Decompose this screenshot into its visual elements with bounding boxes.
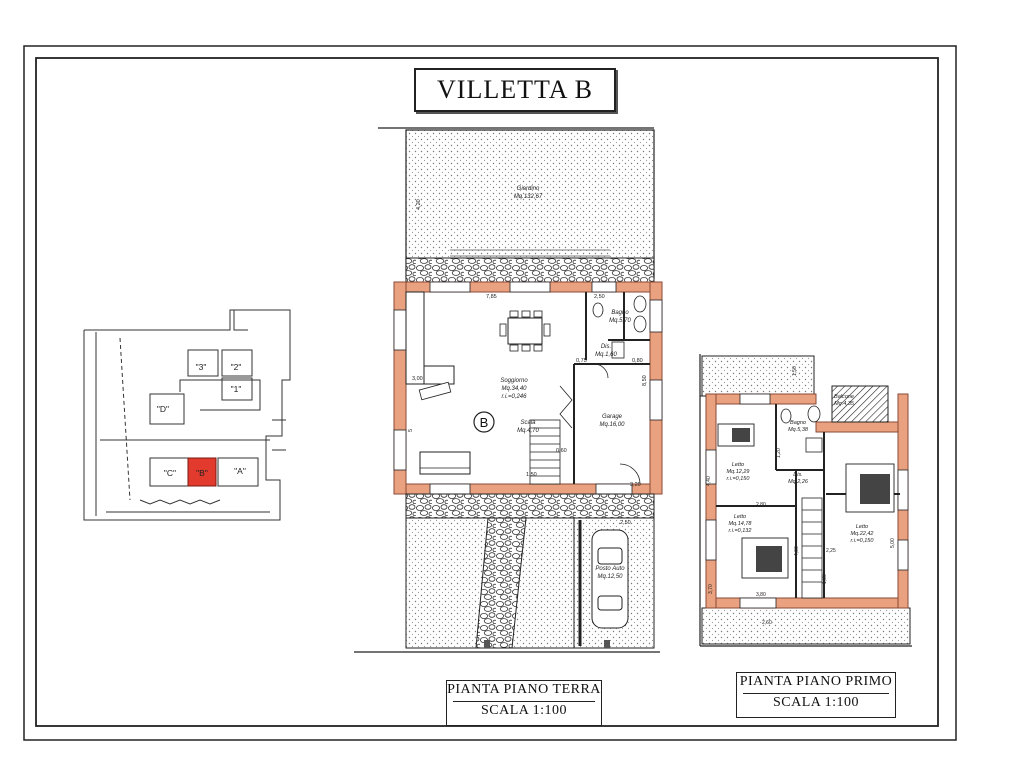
site-lot-d: "D" [157,404,169,414]
first-floor-caption: PIANTA PIANO PRIMO SCALA 1:100 [736,672,896,718]
ff-dim-120: 1,20 [776,448,782,458]
outer-frame [23,45,957,741]
unit-marker-letter: B [480,415,489,430]
ff-balcony-name: Balcone [834,394,854,400]
ff-bed3-area: Mq.22,42 [851,531,874,537]
ground-floor-caption-title: PIANTA PIANO TERRA [447,682,601,697]
ff-dim-370: 3,70 [708,584,714,594]
ff-dim-225: 2,25 [826,548,836,554]
site-plan [83,309,291,521]
sheet-title: VILLETTA B [414,68,616,112]
gf-dim-075: 0,75 [576,358,587,364]
ff-bed3-name: Letto [856,524,868,530]
site-lot-3: "3" [196,362,207,372]
ff-dim-380: 3,80 [756,592,766,598]
site-lot-1: "1" [231,384,242,394]
gf-dim-080: 0,80 [632,358,643,364]
first-floor-plan [699,354,912,647]
gf-garden-name: Giardino [517,186,540,192]
gf-dim-060: 0,60 [556,448,567,454]
ff-hall-name: Dis. [793,472,802,478]
ground-floor-caption-scale: SCALA 1:100 [480,703,567,718]
ground-floor-caption: PIANTA PIANO TERRA SCALA 1:100 [446,680,602,726]
ff-dim-280: 2,80 [756,502,766,508]
caption-divider [743,693,889,694]
ff-dim-260: 2,60 [762,620,772,626]
gf-dim-320: 3,20 [630,482,641,488]
gf-dim-850: 8,50 [642,375,648,386]
ff-dim-150: 1,50 [792,366,798,376]
gf-bath-name: Bagno [611,310,629,316]
ff-bed1-area: Mq.12,29 [727,469,750,475]
ff-dim-400: 4,00 [794,546,800,556]
gf-dim-5: 5 [408,429,414,432]
ff-bed1-ratio: r.i.=0,150 [727,476,751,482]
gf-living-ratio: r.i.=0,246 [502,394,528,400]
gf-stair-area: Mq.4,70 [517,428,539,434]
gf-closet-area: Mq.1,60 [595,352,617,358]
ff-hall-area: Mq.2,26 [788,479,809,485]
site-lot-c: "C" [164,468,176,478]
site-highlight-lot-b [187,457,217,487]
gf-dim-250: 2,50 [594,294,605,300]
first-floor-caption-scale: SCALA 1:100 [772,695,859,710]
ff-bed2-name: Letto [734,514,746,520]
ff-dim-440: 4,40 [706,476,712,486]
balcony-hatch [831,385,889,423]
car-symbol [591,529,629,629]
gf-closet-name: Dis. [601,344,611,350]
first-floor-caption-title: PIANTA PIANO PRIMO [739,674,893,689]
gf-garden-area: Mq.132,67 [514,194,543,200]
site-lot-2: "2" [231,362,242,372]
gf-dim-420: 4,20 [416,199,422,210]
gf-living-area: Mq.34,40 [501,386,527,392]
gf-parking-area: Mq.12,50 [597,574,623,580]
ff-dim-180: 1,80 [822,574,828,584]
gf-dim-300: 3,00 [412,376,423,382]
gf-dim-785: 7,85 [486,294,497,300]
ff-dim-500: 5,00 [890,538,896,548]
ground-floor-plan: B [354,127,663,653]
unit-marker-circle [473,411,495,433]
gf-garage-name: Garage [602,414,623,420]
ff-bed2-area: Mq.14,78 [729,521,753,527]
gf-parking-name: Posto Auto [595,566,625,572]
back-garden [405,129,655,279]
site-lot-b: "B" [196,468,208,478]
caption-divider [453,701,595,702]
gf-living-name: Soggiorno [500,378,528,384]
ff-bath-name: Bagno [790,420,806,426]
ff-bed1-name: Letto [732,462,744,468]
ff-bed2-ratio: r.i.=0,132 [729,528,752,534]
inner-frame [35,57,939,727]
ff-bath-area: Mq.5,38 [788,427,809,433]
gf-stair-name: Scala [520,420,536,426]
gf-dim-150: 1,50 [526,472,537,478]
gf-bath-area: Mq.5,70 [609,318,631,324]
gf-dim-250b: 2,50 [620,520,631,526]
ff-balcony-area: Mq.4,35 [834,401,855,407]
gf-garage-area: Mq.16,00 [599,422,625,428]
site-lot-a: "A" [234,466,246,476]
ff-bed3-ratio: r.i.=0,150 [851,538,875,544]
